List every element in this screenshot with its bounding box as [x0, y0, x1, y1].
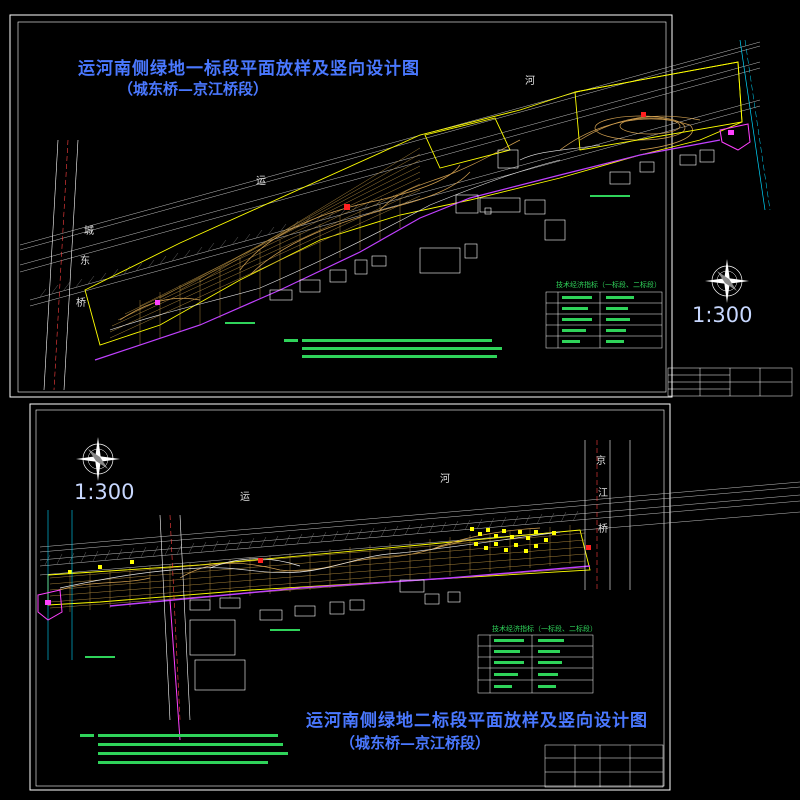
sheet-2-legend-table: [477, 634, 594, 694]
sheet-2-layout-grid: [49, 525, 586, 612]
sheet-2-notes: [80, 629, 300, 764]
sheet-2-title: 运河南侧绿地二标段平面放样及竖向设计图: [306, 711, 648, 731]
sheet-2-river: [39, 481, 800, 576]
sheet-1-label-he: 河: [525, 76, 535, 87]
sheet-1-scale: 1:300: [692, 303, 753, 327]
sheet-2-label-jiang: 江: [598, 488, 608, 499]
sheet-2: [29, 403, 800, 791]
sheet-1: [9, 14, 793, 398]
sheet-1-table-title: 技术经济指标（一标段、二标段）: [556, 281, 661, 289]
sheet-2-roads: [159, 440, 631, 721]
sheet-1-layout-grid: [109, 147, 421, 345]
sheet-2-scale: 1:300: [74, 480, 135, 504]
sheet-1-plazas: [424, 61, 743, 169]
sheet-1-legend-table: [545, 291, 663, 349]
sheet-2-frame: [29, 403, 671, 791]
sheet-1-label-yun: 运: [256, 176, 266, 187]
sheet-2-label-qiao: 桥: [598, 524, 608, 535]
sheet-2-red-marker-2: [586, 545, 591, 550]
sheet-2-magenta-boundary: [109, 565, 591, 607]
sheet-2-label-yun: 运: [240, 492, 250, 503]
sheet-2-tree-blocks: [68, 527, 556, 574]
sheet-2-north-arrow-icon: [76, 437, 120, 481]
sheet-2-title-block: [544, 744, 664, 788]
sheet-1-red-marker: [344, 204, 350, 210]
sheet-2-inner-frame: [35, 409, 665, 787]
sheet-1-feature-right: [719, 123, 751, 151]
sheet-1-notes: [225, 195, 630, 358]
sheet-1-inner-frame: [17, 21, 667, 393]
sheet-1-magenta-boundary: [94, 139, 721, 361]
sheet-1-title: 运河南侧绿地一标段平面放样及竖向设计图: [78, 59, 420, 79]
sheet-1-label-cheng: 城: [84, 226, 94, 237]
sheet-1-title-block: [667, 367, 793, 397]
sheet-2-label-he: 河: [440, 474, 450, 485]
sheet-1-north-arrow-icon: [705, 259, 749, 303]
sheet-1-subtitle: （城东桥—京江桥段）: [118, 80, 269, 98]
sheet-2-buildings: [189, 579, 461, 691]
sheet-1-label-dong: 东: [80, 256, 90, 267]
sheet-1-paths: [109, 144, 601, 331]
sheet-1-buildings: [269, 149, 715, 301]
sheet-1-contours: [119, 115, 701, 321]
sheet-1-red-marker-2: [641, 112, 646, 117]
sheet-1-frame: [9, 14, 673, 398]
sheet-2-paths: [59, 531, 561, 589]
sheet-1-river: [19, 41, 761, 307]
sheet-1-label-qiao: 桥: [76, 298, 86, 309]
sheet-2-table-title: 技术经济指标（一标段、二标段）: [492, 625, 597, 633]
sheet-1-road-left: [43, 139, 79, 391]
sheet-2-bank-hatch: [44, 510, 579, 566]
sheet-2-subtitle: （城东桥—京江桥段）: [340, 734, 491, 752]
sheet-1-road-cyan: [739, 39, 766, 211]
sheet-2-feature-left: [37, 589, 63, 621]
sheet-2-label-jing: 京: [596, 456, 606, 467]
sheet-2-red-marker: [258, 558, 263, 563]
